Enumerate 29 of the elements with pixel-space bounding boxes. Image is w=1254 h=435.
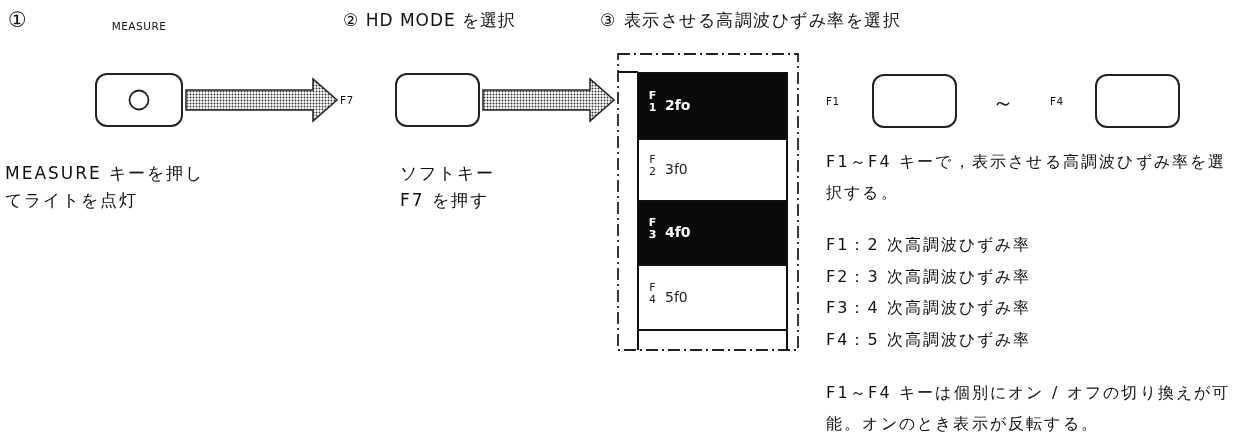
key-label: F7 xyxy=(340,94,355,106)
softkey-label: 5f0 xyxy=(665,289,688,305)
tilde-sign: ～ xyxy=(992,89,1015,117)
softkey-row xyxy=(638,72,787,139)
description: ソフトキーF7 を押す xyxy=(400,162,496,213)
step-heading: ① xyxy=(8,7,28,34)
key-number: F 1 xyxy=(648,90,657,114)
description: F1：2 次高調波ひずみ率 xyxy=(826,234,1032,256)
block-arrow xyxy=(482,77,616,123)
description: F1～F4 キーで，表示させる高調波ひずみ率を選択する。 xyxy=(826,151,1228,205)
key-number: F 4 xyxy=(648,282,657,306)
step-heading: ② HD MODE を選択 xyxy=(343,9,518,32)
description: F3：4 次高調波ひずみ率 xyxy=(826,297,1032,319)
softkey-label: 4f0 xyxy=(665,224,691,240)
key-number: F 2 xyxy=(648,154,657,178)
description: F2：3 次高調波ひずみ率 xyxy=(826,266,1032,288)
key-label: F1 xyxy=(826,95,841,107)
block-arrow xyxy=(185,77,339,123)
softkey-row xyxy=(638,139,787,201)
key-label: F4 xyxy=(1050,95,1065,107)
softkey-row xyxy=(638,201,787,265)
softkey-label: 3f0 xyxy=(665,161,688,177)
key-label: MEASURE xyxy=(110,20,168,32)
key-number: F 3 xyxy=(648,217,657,241)
step-heading: ③ 表示させる高調波ひずみ率を選択 xyxy=(600,9,903,32)
description: MEASURE キーを押してライトを点灯 xyxy=(5,162,205,213)
softkey-label: 2fo xyxy=(665,97,691,113)
description: F4：5 次高調波ひずみ率 xyxy=(826,329,1032,351)
description: F1～F4 キーは個別にオン / オフの切り換えが可能。オンのとき表示が反転する。 xyxy=(826,382,1231,435)
